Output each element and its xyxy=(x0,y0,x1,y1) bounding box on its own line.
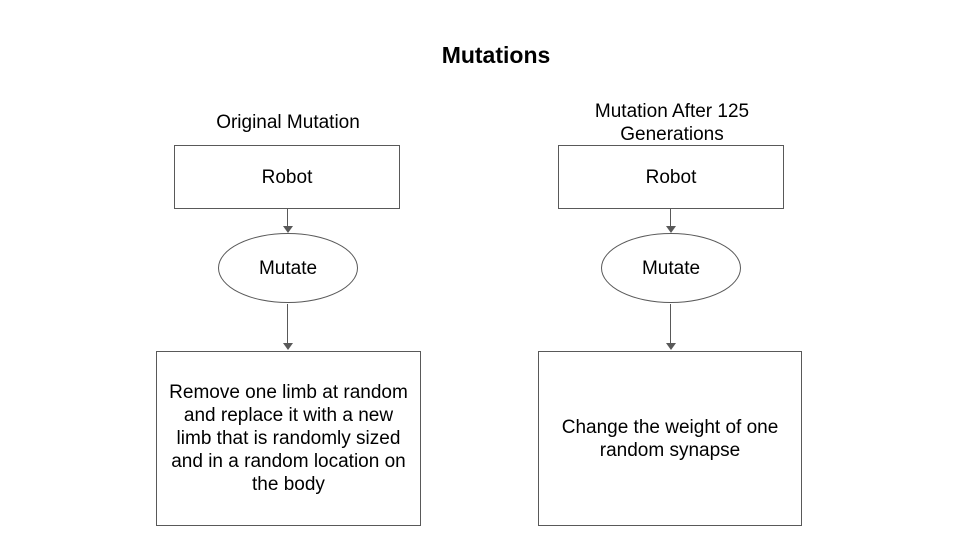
node-result-original-label: Remove one limb at random and replace it… xyxy=(169,382,408,495)
arrow-line xyxy=(670,304,671,344)
node-mutate-original-label: Mutate xyxy=(258,257,318,279)
node-robot-after-125-label: Robot xyxy=(645,166,697,188)
arrow-robot-to-mutate-after-125 xyxy=(665,209,677,233)
node-mutate-original: Mutate xyxy=(218,233,358,303)
arrow-head-icon xyxy=(666,226,676,233)
node-robot-original-label: Robot xyxy=(261,166,313,188)
slide-title: Mutations xyxy=(441,42,551,68)
node-result-original: Remove one limb at random and replace it… xyxy=(156,351,421,526)
arrow-head-icon xyxy=(283,343,293,350)
column-heading-original-mutation: Original Mutation xyxy=(216,112,360,133)
node-robot-after-125: Robot xyxy=(558,145,784,209)
node-result-after-125: Change the weight of one random synapse xyxy=(538,351,802,526)
arrow-head-icon xyxy=(666,343,676,350)
node-result-after-125-label: Change the weight of one random synapse xyxy=(561,416,779,461)
arrow-line xyxy=(287,304,288,344)
arrow-head-icon xyxy=(283,226,293,233)
arrow-line xyxy=(287,209,288,227)
column-heading-after-125-generations: Mutation After 125 Generations xyxy=(594,101,750,145)
arrow-mutate-to-result-after-125 xyxy=(665,304,677,350)
arrow-robot-to-mutate-original xyxy=(282,209,294,233)
node-robot-original: Robot xyxy=(174,145,400,209)
node-mutate-after-125: Mutate xyxy=(601,233,741,303)
arrow-line xyxy=(670,209,671,227)
arrow-mutate-to-result-original xyxy=(282,304,294,350)
node-mutate-after-125-label: Mutate xyxy=(641,257,701,279)
